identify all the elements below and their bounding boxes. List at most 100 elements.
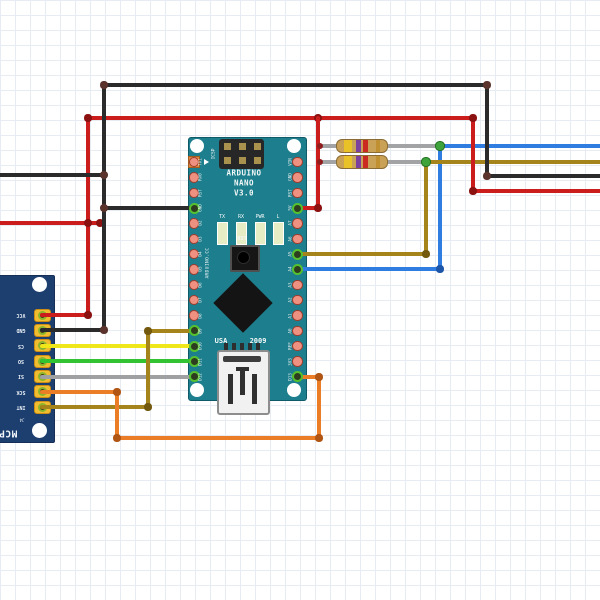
arduino-mounting-hole (190, 383, 204, 397)
wire-orange-sck-bendpoint (315, 434, 323, 442)
arduino-pin-left-d8[interactable] (188, 310, 200, 321)
wire-orange-sck-bendpoint (113, 434, 121, 442)
wire-olive-a5-pullup-segment[interactable] (423, 159, 429, 257)
resistor-2-lead (319, 160, 336, 164)
wire-black-gnd-main-segment[interactable] (101, 82, 490, 88)
resistor-1-red-rail-contact (317, 143, 323, 149)
arduino-title: V3.0 (233, 188, 255, 198)
arduino-pin-right-a2[interactable] (292, 294, 303, 306)
wire-green-so-segment[interactable] (39, 358, 197, 364)
arduino-pin-right-a5[interactable] (292, 248, 303, 260)
wire-orange-sck-segment[interactable] (39, 389, 120, 395)
arduino-pin-left-d12[interactable] (188, 371, 200, 383)
arduino-pin-left-d5-label: D5 (198, 266, 204, 273)
arduino-pin-right-ref[interactable] (292, 341, 303, 352)
arduino-pin-right-gnd[interactable] (292, 172, 303, 183)
arduino-pin-left-d11[interactable] (188, 356, 200, 368)
wire-olive-a5-pullup-segment[interactable] (423, 159, 600, 165)
arduino-pin-right-rst[interactable] (292, 187, 303, 198)
wire-red-left-stub-junction (84, 219, 92, 227)
arduino-pin-left-d4-label: D4 (198, 251, 204, 257)
pwr-led-label: PWR (255, 214, 265, 220)
arduino-pin-right-a6[interactable] (292, 233, 303, 244)
wire-red-5v-branch-segment[interactable] (294, 205, 321, 211)
arduino-pin-left-d7[interactable] (188, 294, 200, 306)
resistor-2-body[interactable] (336, 155, 388, 169)
wire-black-left-stub-segment[interactable] (0, 172, 107, 178)
wire-orange-sck-segment[interactable] (294, 374, 322, 380)
arduino-pin-right-3v3[interactable] (292, 356, 303, 367)
arduino-pin-right-a7-label: A7 (288, 220, 294, 226)
wire-red-vcc-main-segment[interactable] (85, 115, 91, 318)
wire-blue-a4-pullup-segment[interactable] (295, 266, 443, 272)
arduino-pin-left-rst[interactable] (188, 187, 200, 198)
wire-black-left-stub-junction (100, 171, 108, 179)
arduino-pin-left-rx0[interactable] (188, 172, 200, 183)
wire-black-gnd-main-segment[interactable] (39, 327, 107, 333)
wire-red-vcc-main-segment[interactable] (85, 115, 476, 121)
wire-olive-int-segment[interactable] (145, 328, 151, 410)
usb-shield-bar (223, 356, 261, 362)
arduino-pin-right-rst-label: RST (288, 188, 294, 197)
wire-olive-int-segment[interactable] (39, 404, 151, 410)
wire-blue-a4-pullup-segment[interactable] (437, 143, 443, 272)
usb-pad (240, 343, 244, 350)
wire-red-vcc-main-segment[interactable] (470, 188, 600, 194)
wire-black-gnd-main-segment[interactable] (484, 82, 490, 179)
arduino-pin-left-d3[interactable] (188, 233, 200, 244)
wire-black-gnd-main-segment[interactable] (484, 173, 600, 179)
mcp-pin-gnd-label: GND (16, 327, 26, 334)
arduino-pin-left-d10[interactable] (188, 340, 200, 352)
wire-red-vcc-main-bendpoint (469, 187, 477, 195)
wire-orange-sck-segment[interactable] (316, 374, 322, 441)
wire-orange-sck-segment[interactable] (114, 435, 322, 441)
arduino-pin-right-vin[interactable] (292, 156, 303, 168)
arduino-pin-right-a0[interactable] (292, 325, 303, 337)
icsp-pad (253, 156, 261, 164)
arduino-pin-left-d6[interactable] (188, 279, 200, 290)
arduino-pin-right-a3-label: A3 (288, 282, 294, 288)
wire-olive-int-bendpoint (144, 327, 152, 335)
mcp-mounting-hole (32, 423, 47, 438)
wire-olive-a5-pullup-segment[interactable] (295, 251, 429, 257)
wire-gray-si-segment[interactable] (39, 374, 197, 380)
tx-led (217, 222, 228, 245)
arduino-pin-left-d4[interactable] (188, 248, 200, 260)
arduino-pin-left-tx1[interactable] (188, 156, 200, 168)
arduino-pin-left-gnd[interactable] (188, 202, 200, 214)
arduino-pin-left-d8-label: D8 (198, 312, 204, 319)
arduino-pin-left-d2-label: D2 (198, 220, 204, 226)
wire-red-vcc-main-segment[interactable] (470, 115, 476, 194)
wire-black-gnd-branch-segment[interactable] (101, 205, 197, 211)
wire-black-gnd-main-bendpoint (483, 172, 491, 180)
arduino-pin-right-a1[interactable] (292, 310, 303, 321)
wire-red-left-stub-junction (96, 219, 104, 227)
icsp-pad (238, 142, 246, 150)
arduino-pin-left-d9[interactable] (188, 325, 200, 337)
mcp-pin-int-label: INT (16, 404, 26, 411)
wire-olive-int-segment[interactable] (145, 328, 197, 334)
arduino-pin-left-d5[interactable] (188, 264, 200, 275)
arduino-pin-right-d13[interactable] (292, 371, 303, 383)
mcp-part-label: MCP (0, 427, 18, 439)
arduino-pin-right-a3[interactable] (292, 279, 303, 290)
wire-yellow-cs-segment[interactable] (39, 343, 197, 349)
wire-orange-sck-segment[interactable] (114, 389, 120, 441)
arduino-pin-right-a4[interactable] (292, 263, 303, 275)
wire-black-gnd-branch-junction (100, 204, 108, 212)
resistor-1-body[interactable] (336, 139, 388, 153)
wire-blue-a4-pullup-segment[interactable] (437, 143, 600, 149)
wire-red-left-stub-segment[interactable] (0, 220, 103, 226)
arduino-pin-right-a7[interactable] (292, 218, 303, 229)
arduino-pin-right-a5-label: A5 (288, 251, 294, 257)
resistor-2-band (344, 156, 352, 168)
arduino-pin-left-d2[interactable] (188, 218, 200, 229)
resistor-2-red-rail-contact (317, 159, 323, 165)
rx-led (236, 222, 247, 245)
pwr-led (255, 222, 266, 245)
arduino-pin-right-5v[interactable] (292, 202, 303, 214)
wire-red-vcc-main-bendpoint (84, 311, 92, 319)
arduino-pin-left-gnd-label: GND (198, 204, 204, 212)
arduino-pin-left-tx1-label: TX1 (198, 158, 204, 166)
wire-red-vcc-main-segment[interactable] (39, 312, 91, 318)
